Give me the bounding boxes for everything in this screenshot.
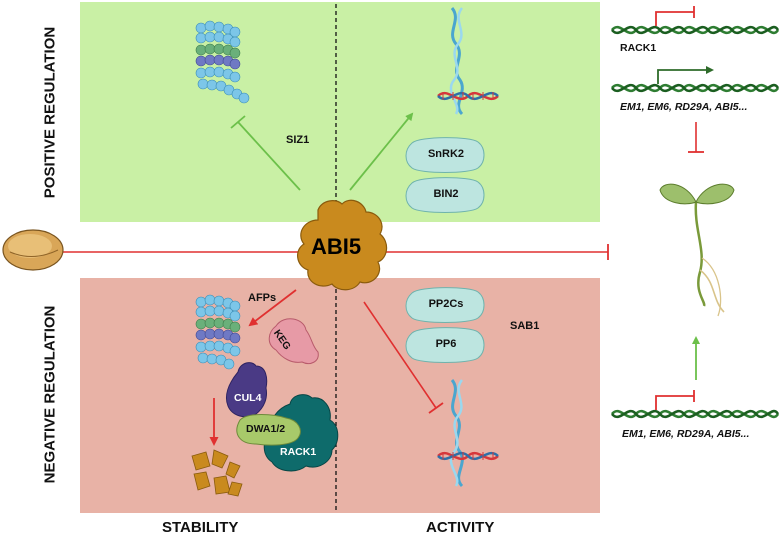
keg-blob	[268, 318, 319, 365]
genes-bottom-label: EM1, EM6, RD29A, ABI5...	[622, 428, 750, 440]
abi5-protein-blob	[297, 199, 388, 291]
pp6-blob	[405, 327, 485, 363]
cul4-label: CUL4	[234, 392, 262, 404]
snrk2-blob	[405, 137, 485, 173]
bottom-repression-line	[655, 395, 694, 410]
afps-arrow	[248, 289, 297, 327]
sab1-label: SAB1	[510, 320, 540, 332]
dna-strand-bottom	[610, 409, 780, 419]
positive-regulation-label: POSITIVE REGULATION	[41, 26, 59, 199]
dna-strand-rack1	[610, 25, 780, 35]
seedling-icon	[659, 183, 735, 317]
rack1-label: RACK1	[280, 446, 317, 458]
rack1-repression-line	[655, 11, 694, 26]
snrk2-label: SnRK2	[427, 148, 465, 160]
siz1-inhibition-bar	[230, 115, 246, 129]
proteasome-icon-top	[195, 20, 250, 104]
pp2cs-label: PP2Cs	[428, 298, 464, 310]
activation-arrow-top	[349, 112, 414, 191]
abi5-dna-binding-bottom-icon	[437, 379, 499, 488]
proteasome-icon-bottom	[195, 294, 241, 370]
inhibition-bar-dna-bottom	[428, 402, 444, 414]
stability-label: STABILITY	[162, 519, 239, 536]
pp2cs-blob	[405, 287, 485, 323]
pp6-label: PP6	[435, 338, 457, 350]
degraded-abi5-fragments-icon	[191, 449, 243, 497]
positive-regulation-panel	[80, 2, 600, 222]
siz1-label: SIZ1	[286, 134, 310, 146]
negative-regulation-panel	[80, 278, 600, 513]
cul4-blob	[225, 362, 268, 418]
afps-label: AFPs	[248, 292, 277, 304]
seed-icon	[2, 229, 64, 271]
siz1-inhibition-line	[237, 121, 301, 191]
activity-label: ACTIVITY	[426, 519, 495, 536]
dwa-blob	[236, 414, 301, 446]
rack1-gene-label: RACK1	[620, 42, 657, 54]
abi5-label: ABI5	[311, 234, 362, 259]
genes-top-label: EM1, EM6, RD29A, ABI5...	[620, 101, 748, 113]
inhibition-line-dna-bottom	[363, 301, 437, 409]
dwa-label: DWA1/2	[246, 423, 286, 435]
bin2-label: BIN2	[433, 188, 459, 200]
negative-regulation-label: NEGATIVE REGULATION	[41, 305, 59, 484]
gene-activation-arrow	[657, 66, 714, 84]
bin2-blob	[405, 177, 485, 213]
dna-strand-activation	[610, 83, 780, 93]
abi5-dna-binding-top-icon	[437, 7, 499, 116]
